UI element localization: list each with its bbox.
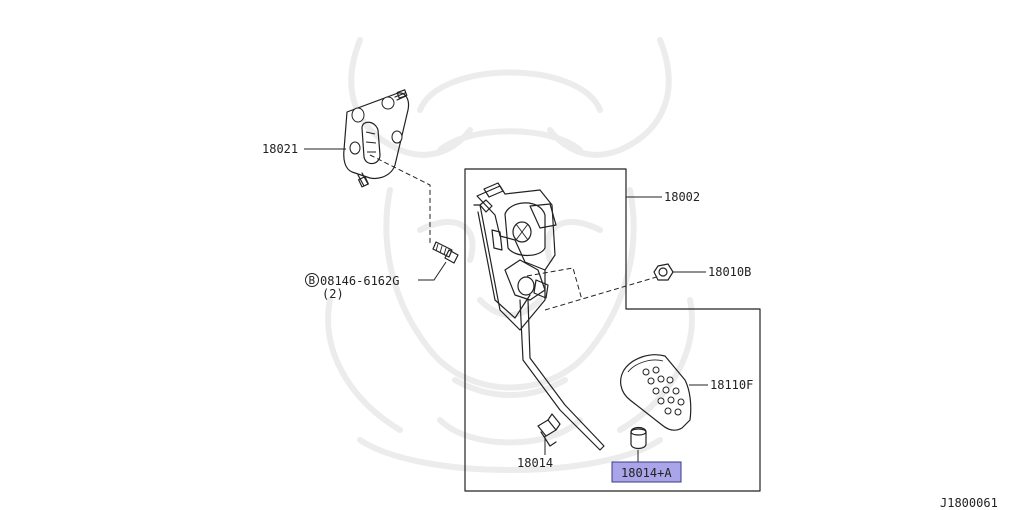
pedal-assembly bbox=[473, 182, 647, 451]
watermark-emblem bbox=[325, 37, 695, 473]
bolt-badge-letter: B bbox=[309, 274, 316, 287]
label-18110f: 18110F bbox=[710, 378, 753, 392]
assembly-dashed-link-lower bbox=[544, 275, 661, 311]
bolt-badge-circle bbox=[305, 273, 319, 287]
label-18014a[interactable]: 18014+A bbox=[621, 466, 672, 480]
highlight-box bbox=[611, 461, 682, 483]
label-bolt-number: 08146-6162G bbox=[320, 274, 399, 288]
label-bolt-qty: (2) bbox=[322, 287, 344, 301]
label-18002: 18002 bbox=[664, 190, 700, 204]
assembly-outline bbox=[464, 168, 761, 492]
bolt-label: B 08146-6162G (2) bbox=[305, 273, 399, 301]
highlighted-part-18014a[interactable]: 18014+A bbox=[611, 461, 682, 483]
bolt-part bbox=[432, 241, 459, 264]
pedal-pad bbox=[620, 354, 692, 431]
leader-bolt bbox=[418, 261, 447, 281]
label-18014: 18014 bbox=[517, 456, 553, 470]
label-18010b: 18010B bbox=[708, 265, 751, 279]
bracket-18021 bbox=[343, 89, 410, 188]
label-18021: 18021 bbox=[262, 142, 298, 156]
assembly-dashed-link-upper bbox=[526, 267, 583, 301]
diagram-code: J1800061 bbox=[940, 496, 998, 510]
nut-part bbox=[653, 263, 674, 281]
bracket-dashed-link bbox=[369, 154, 431, 245]
